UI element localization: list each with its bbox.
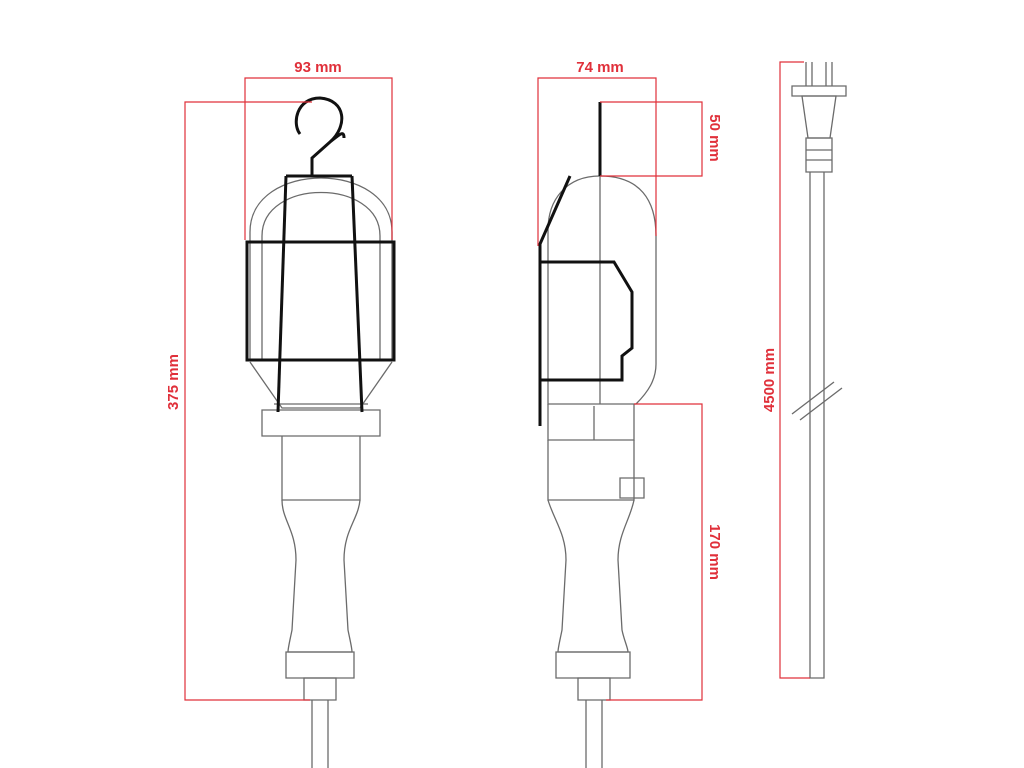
plug-and-cable (791, 62, 847, 679)
front-view (245, 96, 396, 768)
front-guard-cage (245, 174, 396, 413)
side-guard-cage (538, 102, 634, 426)
plug-icon (791, 62, 847, 173)
long-cable (791, 172, 843, 679)
front-height-label: 375 mm (165, 354, 182, 410)
front-cable (311, 700, 329, 768)
front-width-label: 93 mm (294, 59, 342, 76)
front-lamp-body (249, 177, 393, 701)
hook-icon (294, 96, 346, 176)
side-width-label: 74 mm (576, 59, 624, 76)
hook-height-label: 50 mm (706, 114, 723, 162)
handle-length-label: 170 mm (706, 524, 723, 580)
side-cable (585, 700, 603, 768)
dimension-labels: 93 mm 375 mm 74 mm 50 mm 170 mm 4500 mm (165, 59, 778, 580)
side-lamp-body (547, 175, 657, 701)
cable-length-label: 4500 mm (761, 348, 778, 412)
dimension-lines (184, 61, 810, 701)
side-view (538, 102, 657, 768)
